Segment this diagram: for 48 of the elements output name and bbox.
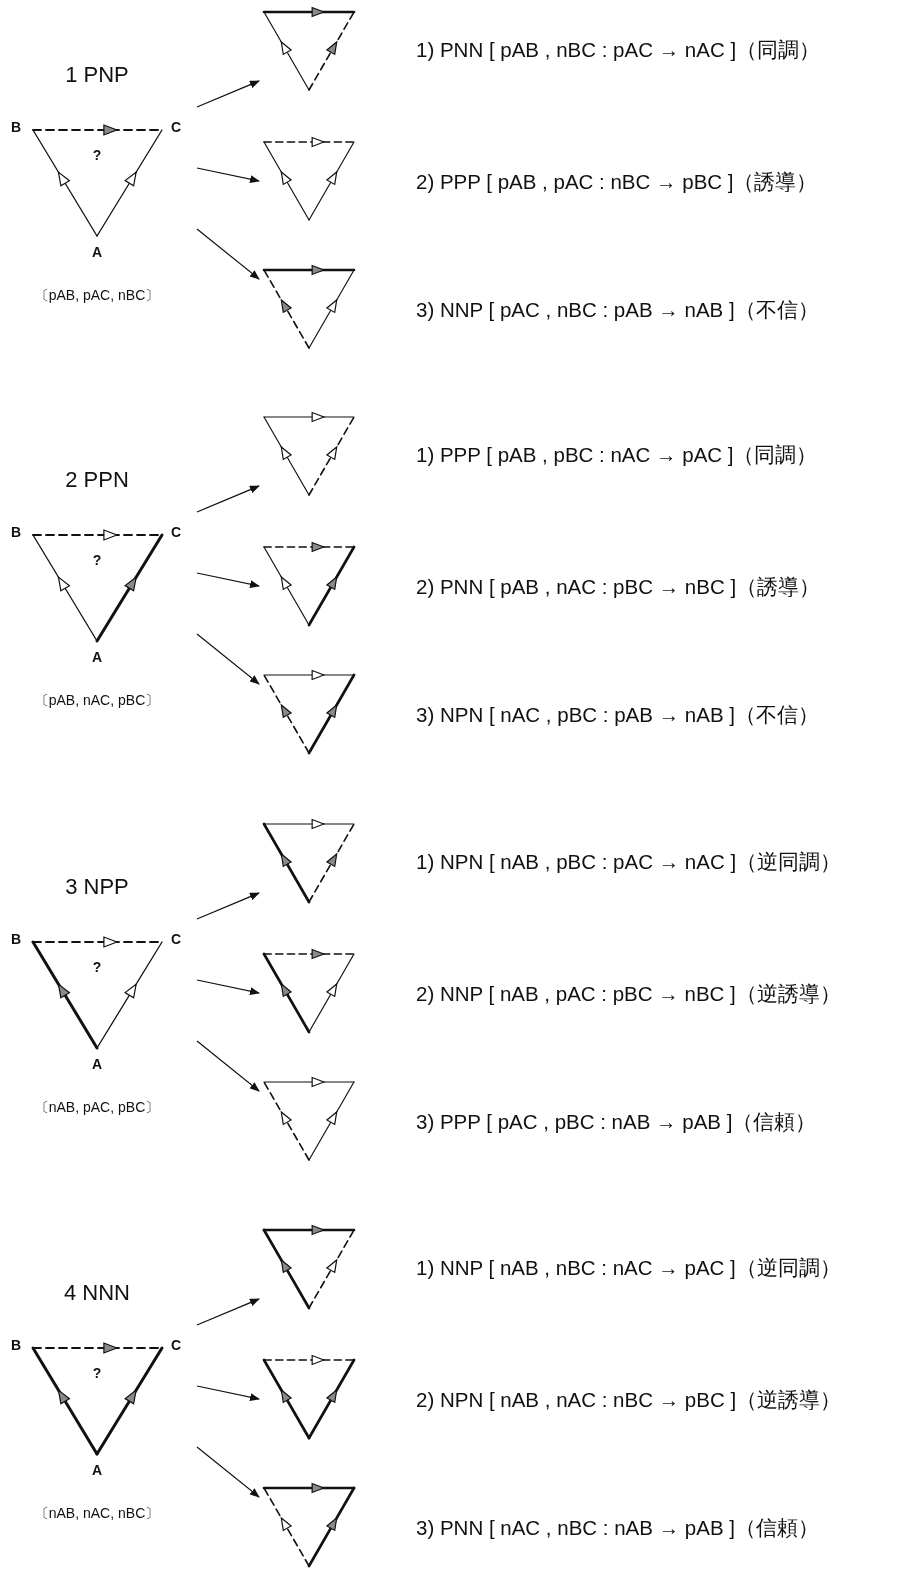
arrow (196, 228, 260, 280)
relation-text: 3) NNP [ pAC , nBC : pAB → nAB ]（不信） (416, 297, 819, 323)
vertex-label: A (91, 1462, 103, 1478)
vertex-label: C (170, 119, 182, 135)
relation-text: 2) PNN [ pAB , nAC : pBC → nBC ]（誘導） (416, 574, 821, 600)
arrow (196, 80, 260, 108)
vertex-label: A (91, 1056, 103, 1072)
relation-text: 3) PNN [ nAC , nBC : nAB → pAB ]（信頼） (416, 1515, 819, 1541)
vertex-label: B (10, 524, 22, 540)
arrow (196, 892, 260, 920)
arrow (196, 979, 260, 996)
relation-text: 2) PPP [ pAB , pAC : nBC → pBC ]（誘導） (416, 169, 818, 195)
arrow (196, 485, 260, 513)
arrow (196, 633, 260, 685)
group-title: 2 PPN (65, 467, 129, 493)
arrow (196, 167, 260, 184)
arrow (196, 1298, 260, 1326)
group-title: 3 NPP (65, 874, 129, 900)
relation-text: 2) NPN [ nAB , nAC : nBC → pBC ]（逆誘導） (416, 1387, 842, 1413)
question-mark: ? (92, 147, 102, 163)
vertex-label: C (170, 931, 182, 947)
vertex-label: A (91, 649, 103, 665)
group-title: 1 PNP (65, 62, 129, 88)
group-title: 4 NNN (64, 1280, 130, 1306)
question-mark: ? (92, 959, 102, 975)
relation-text: 1) PPP [ pAB , pBC : nAC → pAC ]（同調） (416, 442, 818, 468)
relation-text: 1) NNP [ nAB , nBC : nAC → pAC ]（逆同調） (416, 1255, 841, 1281)
relation-text: 3) NPN [ nAC , pBC : pAB → nAB ]（不信） (416, 702, 819, 728)
question-mark: ? (92, 1365, 102, 1381)
question-mark: ? (92, 552, 102, 568)
vertex-label: B (10, 119, 22, 135)
arrow (196, 1385, 260, 1402)
arrow (196, 572, 260, 589)
relation-text: 1) PNN [ pAB , nBC : pAC → nAC ]（同調） (416, 37, 821, 63)
relation-set-label: 〔nAB, pAC, pBC〕 (34, 1099, 160, 1117)
vertex-label: C (170, 524, 182, 540)
vertex-label: A (91, 244, 103, 260)
relation-set-label: 〔pAB, nAC, pBC〕 (34, 692, 160, 710)
relation-set-label: 〔pAB, pAC, nBC〕 (34, 287, 160, 305)
vertex-label: B (10, 1337, 22, 1353)
vertex-label: C (170, 1337, 182, 1353)
relation-set-label: 〔nAB, nAC, nBC〕 (34, 1505, 160, 1523)
relation-text: 2) NNP [ nAB , pAC : pBC → nBC ]（逆誘導） (416, 981, 841, 1007)
relation-text: 1) NPN [ nAB , pBC : pAC → nAC ]（逆同調） (416, 849, 842, 875)
vertex-label: B (10, 931, 22, 947)
arrow (196, 1040, 260, 1092)
arrow (196, 1446, 260, 1498)
relation-text: 3) PPP [ pAC , pBC : nAB → pAB ]（信頼） (416, 1109, 817, 1135)
